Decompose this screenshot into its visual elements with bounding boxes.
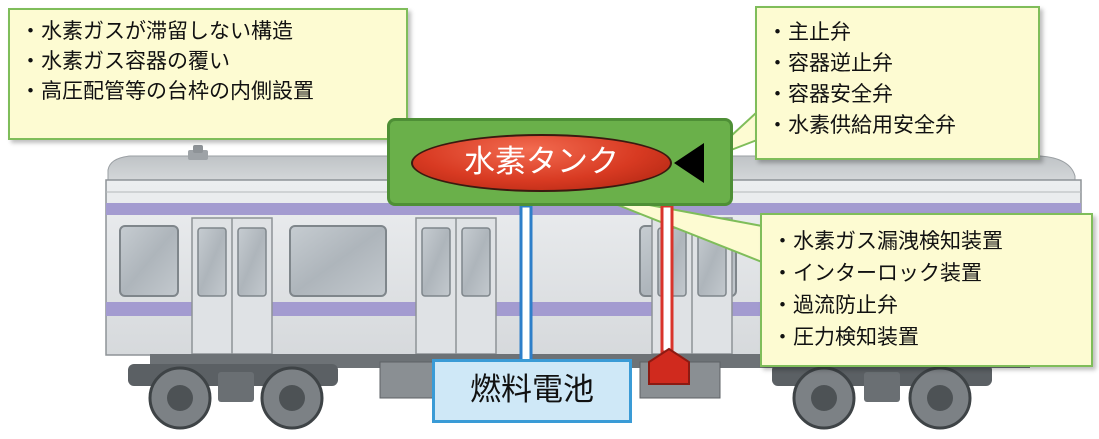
- callout-right-top: 主止弁 容器逆止弁 容器安全弁 水素供給用安全弁: [755, 6, 1040, 160]
- callout-item: 容器逆止弁: [767, 48, 1028, 79]
- hydrogen-tank-label: 水素タンク: [464, 144, 619, 180]
- fuel-cell-box: [432, 359, 632, 423]
- callout-item: 高圧配管等の台枠の内側設置: [20, 76, 396, 106]
- train-window: [289, 225, 387, 297]
- valve-arrow-icon: [674, 143, 704, 183]
- callout-right-bottom: 水素ガス漏洩検知装置 インターロック装置 過流防止弁 圧力検知装置: [760, 213, 1093, 367]
- hydrogen-pipe-blue: [519, 204, 533, 364]
- callout-item: インターロック装置: [772, 257, 1081, 289]
- roof-vent: [188, 150, 208, 160]
- callout-item: 容器安全弁: [767, 79, 1028, 110]
- hydrogen-tank: [411, 134, 672, 192]
- fuel-cell-label: 燃料電池: [470, 372, 594, 408]
- callout-item: 主止弁: [767, 17, 1028, 48]
- callout-item: 過流防止弁: [772, 289, 1081, 321]
- callout-item: 水素供給用安全弁: [767, 110, 1028, 141]
- train-door: [191, 217, 273, 355]
- train-window: [119, 225, 179, 297]
- callout-item: 水素ガス容器の覆い: [20, 46, 396, 76]
- callout-item: 水素ガスが滞留しない構造: [20, 16, 396, 46]
- train-door: [415, 217, 497, 355]
- hydrogen-pipe-red: [660, 204, 674, 354]
- underfloor-equipment: [379, 361, 441, 399]
- train-stripe-upper: [106, 203, 1081, 215]
- bogie-left: [128, 364, 338, 430]
- red-equipment: [648, 347, 690, 385]
- bogie-right: [772, 364, 992, 430]
- callout-left: 水素ガスが滞留しない構造 水素ガス容器の覆い 高圧配管等の台枠の内側設置: [8, 8, 408, 140]
- callout-item: 圧力検知装置: [772, 321, 1081, 353]
- roof-vent: [193, 145, 203, 153]
- callout-item: 水素ガス漏洩検知装置: [772, 225, 1081, 257]
